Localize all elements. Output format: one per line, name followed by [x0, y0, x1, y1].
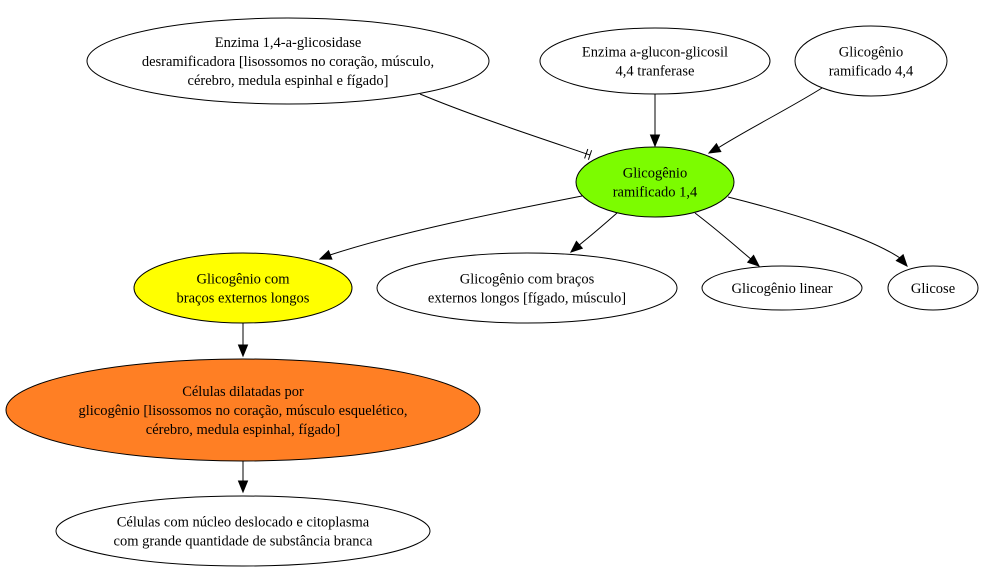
- edge-glicogenio_44-to-glicogenio_14: [707, 87, 823, 154]
- node-label-line: Células dilatadas por: [182, 384, 304, 400]
- edge-line: [419, 93, 591, 156]
- node-label-line: desramificadora [lisossomos no coração, …: [142, 54, 434, 70]
- node-label-line: Células com núcleo deslocado e citoplasm…: [117, 515, 370, 531]
- node-label-line: Glicogênio linear: [731, 281, 832, 297]
- node-label-line: Glicogênio com: [196, 272, 290, 288]
- tee-inhibit-mark: [587, 150, 593, 160]
- edge-glicogenio_14-to-glicose: [727, 196, 908, 267]
- node-glicogenio-14: Glicogênio ramificado 1,4: [575, 146, 735, 218]
- tee-inhibit-mark: [584, 148, 589, 159]
- node-ellipse: [539, 27, 771, 95]
- node-bracos-longos: Glicogênio com braços externos longos: [133, 252, 353, 324]
- edge-enzima_desramificadora-to-glicogenio_14: [419, 93, 593, 160]
- node-label-line: cérebro, medula espinhal e fígado]: [188, 73, 389, 89]
- arrowhead: [649, 134, 661, 148]
- node-label-line: ramificado 1,4: [613, 185, 698, 201]
- node-ellipse: [376, 252, 678, 324]
- node-enzima-desramificadora: Enzima 1,4-a-glicosidase desramificadora …: [86, 17, 490, 105]
- edge-glicogenio_14-to-bracos_longos: [318, 195, 583, 260]
- node-ellipse: [86, 17, 490, 105]
- edge-glicogenio_14-to-bracos_longos_figado: [569, 212, 618, 253]
- edge-line: [577, 212, 618, 247]
- node-ellipse: [794, 25, 948, 97]
- edge-line: [329, 195, 583, 256]
- node-label-line: Glicogênio: [623, 166, 687, 182]
- arrowhead: [746, 254, 761, 267]
- arrowhead: [237, 480, 249, 494]
- edge-line: [717, 87, 823, 149]
- node-ellipse: [5, 358, 481, 462]
- node-label-line: Glicogênio com braços: [460, 272, 595, 288]
- node-ellipse: [133, 252, 353, 324]
- node-ellipse: [55, 495, 431, 567]
- node-ellipse: [701, 265, 863, 311]
- node-glicogenio-linear: Glicogênio linear: [701, 265, 863, 311]
- node-ellipse: [575, 146, 735, 218]
- node-glicogenio-44: Glicogênio ramificado 4,4: [794, 25, 948, 97]
- arrowhead: [707, 142, 722, 154]
- node-celulas-dilatadas: Células dilatadas por glicogênio [lisosso…: [5, 358, 481, 462]
- node-glicose: Glicose: [887, 265, 979, 311]
- edge-line: [694, 212, 753, 261]
- node-bracos-longos-figado: Glicogênio com braços externos longos [fí…: [376, 252, 678, 324]
- node-label-line: Glicogênio: [839, 45, 903, 61]
- node-label-line: Enzima a-glucon-glicosil: [582, 45, 728, 61]
- node-label-line: externos longos [fígado, músculo]: [428, 291, 626, 307]
- edge-glicogenio_14-to-glicogenio_linear: [694, 212, 761, 267]
- node-enzima-glucon: Enzima a-glucon-glicosil 4,4 tranferase: [539, 27, 771, 95]
- arrowhead: [237, 344, 249, 358]
- arrowhead: [318, 249, 333, 260]
- node-label-line: Glicose: [911, 281, 955, 297]
- arrowhead: [569, 240, 584, 253]
- node-label-line: ramificado 4,4: [829, 64, 914, 80]
- node-ellipse: [887, 265, 979, 311]
- node-label-line: cérebro, medula espinhal, fígado]: [146, 422, 340, 438]
- edge-enzima_glucon-to-glicogenio_14: [649, 94, 661, 148]
- edge-bracos_longos-to-celulas_dilatadas: [237, 323, 249, 358]
- nodes-layer: Enzima 1,4-a-glicosidase desramificadora …: [5, 17, 979, 567]
- arrowhead: [895, 253, 908, 267]
- node-label-line: glicogênio [lisossomos no coração, múscu…: [79, 403, 408, 419]
- node-label-line: com grande quantidade de substância bran…: [114, 534, 373, 550]
- node-label-line: Enzima 1,4-a-glicosidase: [215, 35, 362, 51]
- edge-line: [727, 196, 901, 259]
- node-label-line: 4,4 tranferase: [616, 64, 695, 80]
- node-celulas-nucleo: Células com núcleo deslocado e citoplasm…: [55, 495, 431, 567]
- edge-celulas_dilatadas-to-celulas_nucleo: [237, 461, 249, 494]
- edges-layer: [237, 87, 908, 494]
- node-label-line: braços externos longos: [177, 291, 310, 307]
